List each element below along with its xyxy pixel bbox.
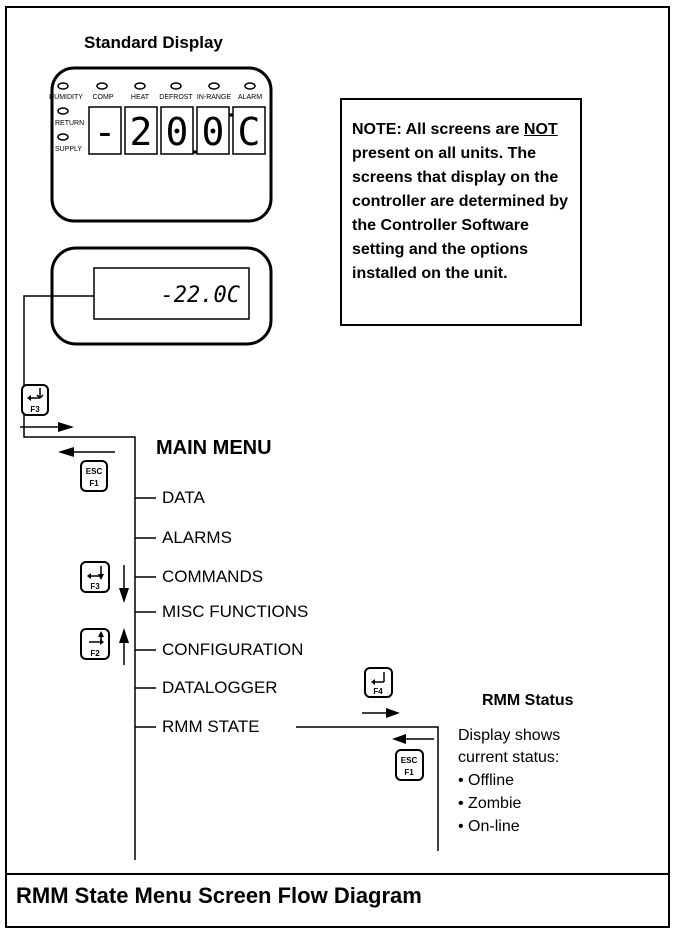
rmm-state-zombie: • Zombie: [458, 795, 522, 812]
arrow-left-back: [58, 447, 115, 457]
label-return: RETURN: [55, 120, 84, 127]
svg-text:F4: F4: [373, 687, 383, 696]
rmm-description-line-2: current status:: [458, 749, 560, 766]
indicator-defrost: DEFROST: [159, 94, 193, 101]
indicator-leds: [57, 82, 256, 141]
standard-display: [50, 66, 273, 223]
note-rest: present on all units. The screens that d…: [352, 145, 569, 282]
menu-item-rmm-state: RMM STATE: [162, 717, 260, 736]
rmm-state-offline: • Offline: [458, 772, 514, 789]
small-display-screen: [93, 267, 250, 320]
svg-text:F1: F1: [89, 479, 99, 488]
arrow-down: [119, 565, 129, 603]
indicator-comp: COMP: [93, 94, 114, 101]
caption-divider: [5, 873, 670, 875]
digit-4: 0: [202, 110, 225, 154]
indicator-humidity: HUMIDITY: [49, 94, 83, 101]
arrow-right-to-menu: [20, 422, 74, 432]
svg-text:F3: F3: [30, 405, 40, 414]
f2-up-key-icon: F2: [80, 628, 110, 660]
svg-text:F2: F2: [90, 649, 100, 658]
digit-1: -: [94, 110, 117, 154]
digit-2: 2: [130, 110, 153, 154]
svg-text:ESC: ESC: [401, 756, 418, 765]
arrow-left-from-rmm: [392, 734, 434, 744]
f3-key-icon: F3: [21, 384, 49, 416]
svg-text:F1: F1: [404, 768, 414, 777]
label-supply: SUPPLY: [55, 146, 82, 153]
arrow-up: [119, 628, 129, 665]
f4-key-icon: F4: [364, 667, 393, 698]
degree-mark: [229, 113, 233, 117]
rmm-status-title: RMM Status: [482, 692, 574, 709]
note-prefix: NOTE: All screens are: [352, 121, 524, 138]
note-box: NOTE: All screens are NOT present on all…: [340, 98, 582, 326]
menu-item-datalogger: DATALOGGER: [162, 678, 278, 697]
indicator-alarm: ALARM: [238, 94, 262, 101]
digit-5: C: [238, 110, 261, 154]
small-display-reading: -22.0C: [161, 283, 241, 308]
menu-item-commands: COMMANDS: [162, 567, 264, 586]
standard-display-title: Standard Display: [84, 33, 223, 52]
flow-line-rmm: [296, 726, 439, 851]
esc-f1-key-icon: ESC F1: [80, 460, 108, 492]
diagram-frame: [5, 6, 670, 928]
menu-item-data: DATA: [162, 488, 205, 507]
decimal-point: [193, 150, 197, 154]
note-emphasis: NOT: [523, 121, 558, 138]
indicator-in-range: IN-RANGE: [197, 94, 232, 101]
flow-line-main: [23, 295, 136, 860]
arrow-right-to-rmm: [362, 708, 400, 718]
digit-boxes: [88, 106, 266, 155]
figure-caption: RMM State Menu Screen Flow Diagram: [16, 883, 422, 908]
indicator-heat: HEAT: [131, 94, 150, 101]
f3-down-key-icon: F3: [80, 561, 110, 593]
digit-3: 0: [166, 110, 189, 154]
main-menu-title: MAIN MENU: [156, 437, 272, 459]
menu-branches: [135, 497, 156, 728]
svg-text:ESC: ESC: [86, 467, 103, 476]
rmm-description-line-1: Display shows: [458, 727, 561, 744]
menu-item-configuration: CONFIGURATION: [162, 640, 304, 659]
menu-item-misc-functions: MISC FUNCTIONS: [162, 602, 309, 621]
esc-f1-rmm-key-icon: ESC F1: [395, 749, 424, 781]
rmm-state-online: • On-line: [458, 818, 520, 835]
svg-text:F3: F3: [90, 582, 100, 591]
menu-item-alarms: ALARMS: [162, 528, 232, 547]
